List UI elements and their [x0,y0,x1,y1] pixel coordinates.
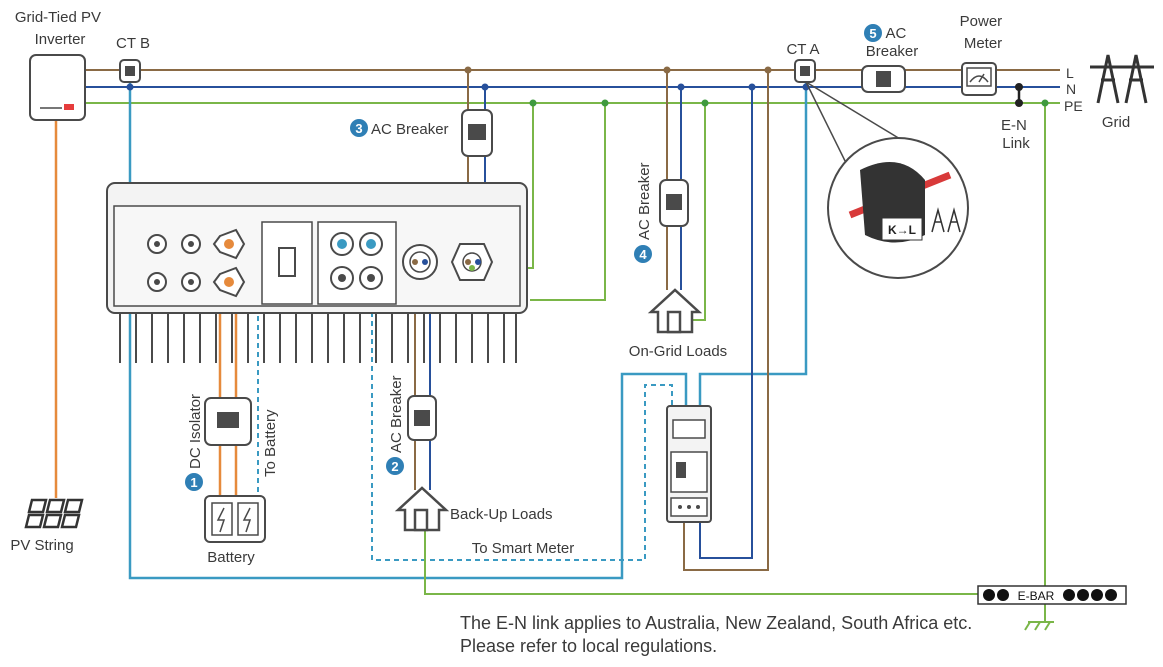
on-grid-load-wires [666,70,706,321]
ct-b-signal-wire [128,80,688,580]
ct-b-clamp-icon [119,59,141,83]
badge-5-text: 5 [869,26,876,41]
badge-4-text: 4 [639,247,647,262]
grid-tower-icon [1090,54,1154,104]
pv-dc-wires [54,120,238,500]
e-bar-icon [977,585,1127,605]
smart-meter-power-wires [683,70,769,571]
line-pe-label: PE [1064,98,1083,114]
power-meter-label: Power Meter [960,13,1007,52]
grid-tied-inverter-label-l2: Inverter [35,31,86,48]
ground-icon [1024,621,1054,631]
badge-4: 4 [634,245,652,263]
badge-1: 1 [185,473,203,491]
smart-meter-icon [666,405,712,523]
badge-2: 2 [386,457,404,475]
power-meter-icon [961,62,997,96]
ct-a-clamp-icon [794,59,816,83]
back-up-house-icon [394,486,450,532]
badge-5: 5 [864,24,882,42]
junction-dots [126,66,810,107]
battery-icon [204,495,266,543]
en-link [1015,83,1049,107]
ct-clamp-marking: K→L [888,223,916,237]
ac-breaker-2-icon [407,395,437,441]
ct-a-label: CT A [786,41,819,58]
badge-3: 3 [350,119,368,137]
ac-breaker-2-label: AC Breaker [388,375,405,453]
ac-breaker-5-icon [861,65,906,93]
on-grid-house-icon [647,288,703,334]
grid-tied-inverter-label-l1: Grid-Tied PV [15,9,101,26]
hybrid-inverter-icon [106,182,528,363]
ac-breaker-4-label: AC Breaker [636,162,653,240]
back-up-loads-label: Back-Up Loads [450,506,553,523]
bus-lines [86,69,1060,104]
battery-label: Battery [207,549,255,566]
to-smart-meter-label: To Smart Meter [472,540,575,557]
e-bar-label: E-BAR [1018,589,1055,603]
ac-breaker-5-label-l1: AC [885,25,906,42]
pv-panel-icon [24,498,84,529]
on-grid-loads-label: On-Grid Loads [629,343,727,360]
smart-meter-comm-wire [371,222,673,561]
ac-breaker-3-label: AC Breaker [371,121,449,138]
grid-tied-inverter-icon [29,54,86,121]
line-l-label: L [1066,65,1074,81]
power-meter-label-l1: Power [960,13,1003,30]
en-link-label-l1: E-N [1001,117,1027,134]
ct-b-label: CT B [116,35,150,52]
dc-isolator-label: DC Isolator [187,394,204,469]
grid-label: Grid [1102,114,1130,131]
grid-tied-inverter-label: Grid-Tied PV Inverter [15,9,105,48]
pv-string-label: PV String [10,537,73,554]
power-meter-label-l2: Meter [964,35,1002,52]
dc-isolator-icon [204,397,252,446]
badge-2-text: 2 [391,459,398,474]
badge-3-text: 3 [355,121,362,136]
en-link-label-l2: Link [1002,135,1030,152]
en-link-label: E-N Link [1001,117,1031,152]
to-battery-label: To Battery [262,409,279,477]
ac-breaker-5-label: AC Breaker [866,25,919,60]
ct-clamp-detail-icon: K→L [805,81,969,279]
ac-breaker-3-icon [461,109,493,157]
regional-note: The E-N link applies to Australia, New Z… [460,613,973,656]
ac-breaker-4-icon [659,179,689,227]
line-n-label: N [1066,81,1076,97]
ac-breaker-5-label-l2: Breaker [866,43,919,60]
badge-1-text: 1 [190,475,197,490]
